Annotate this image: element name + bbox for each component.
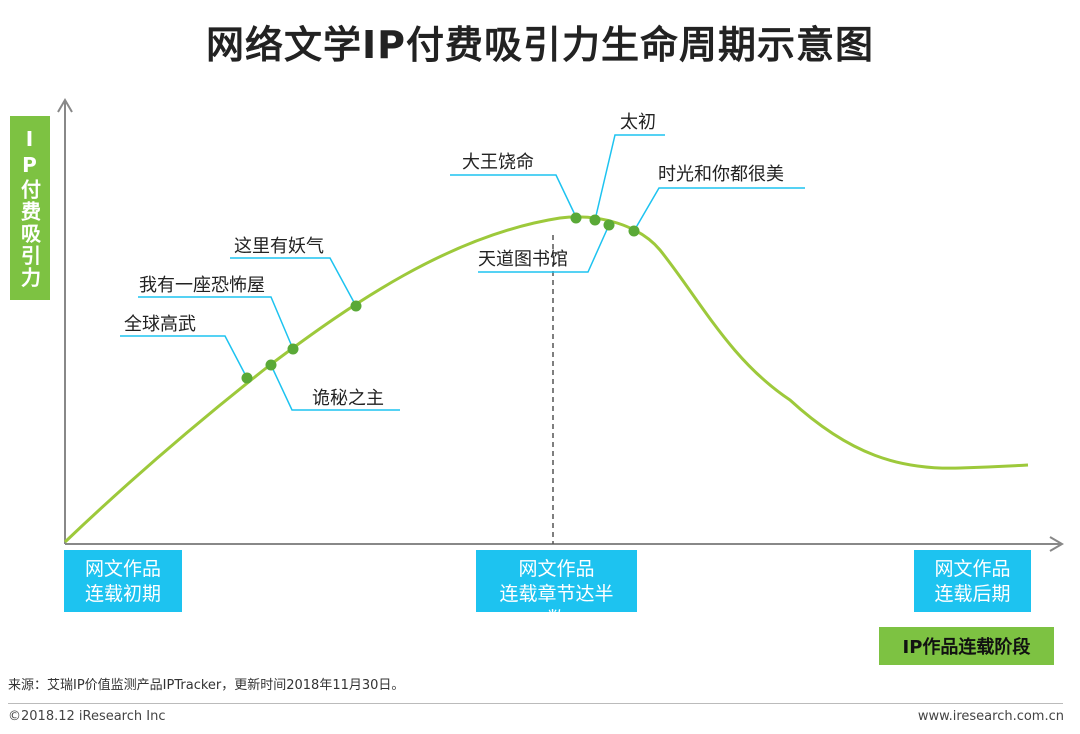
stage-late: 网文作品 连载后期	[914, 550, 1031, 612]
label-zheli: 这里有妖气	[234, 236, 324, 257]
website-link[interactable]: www.iresearch.com.cn	[917, 709, 1064, 724]
dot-quanqiu	[241, 372, 253, 384]
stage-late-line1: 网文作品	[934, 558, 1011, 580]
page-title: 网络文学IP付费吸引力生命周期示意图	[206, 23, 874, 67]
leader-wuyou	[138, 296, 294, 350]
label-wuyou: 我有一座恐怖屋	[139, 275, 265, 296]
y-axis-arrow	[57, 98, 73, 113]
dot-taichu	[589, 214, 601, 226]
dot-shiguang	[628, 225, 640, 237]
stage-middle-line3: 数	[476, 607, 637, 612]
dot-zheli	[350, 300, 362, 312]
stage-late-line2: 连载后期	[934, 583, 1011, 605]
leader-shiguang	[633, 187, 805, 232]
label-guimi: 诡秘之主	[312, 388, 384, 409]
y-axis-label: IP付费吸引力	[10, 116, 50, 300]
source-note: 来源：艾瑞IP价值监测产品IPTracker，更新时间2018年11月30日。	[8, 678, 405, 693]
stage-middle-line1: 网文作品	[518, 558, 595, 580]
footer-divider	[8, 703, 1063, 704]
copyright: ©2018.12 iResearch Inc	[8, 709, 166, 724]
stage-early-line2: 连载初期	[84, 583, 161, 605]
dot-guimi	[265, 359, 277, 371]
x-axis-arrow	[1049, 536, 1064, 552]
x-axis-label: IP作品连载阶段	[879, 627, 1054, 665]
label-tiandao: 天道图书馆	[478, 249, 568, 270]
leader-taichu	[594, 134, 665, 221]
dot-wuyou	[287, 343, 299, 355]
leader-dawang	[450, 174, 577, 218]
stage-middle-line2: 连载章节达半	[499, 583, 614, 605]
stage-middle: 网文作品 连载章节达半 数	[476, 550, 637, 612]
label-taichu: 太初	[620, 112, 656, 133]
leader-quanqiu	[120, 335, 248, 379]
leader-zheli	[230, 257, 357, 307]
leader-guimi	[270, 364, 400, 411]
stage-early: 网文作品 连载初期	[64, 550, 182, 612]
dot-tiandao	[603, 219, 615, 231]
stage-early-line1: 网文作品	[84, 558, 161, 580]
leader-tiandao	[478, 224, 610, 273]
label-shiguang: 时光和你都很美	[658, 164, 784, 185]
label-quanqiu: 全球高武	[124, 314, 196, 335]
label-dawang: 大王饶命	[462, 152, 534, 173]
dot-dawang	[570, 212, 582, 224]
